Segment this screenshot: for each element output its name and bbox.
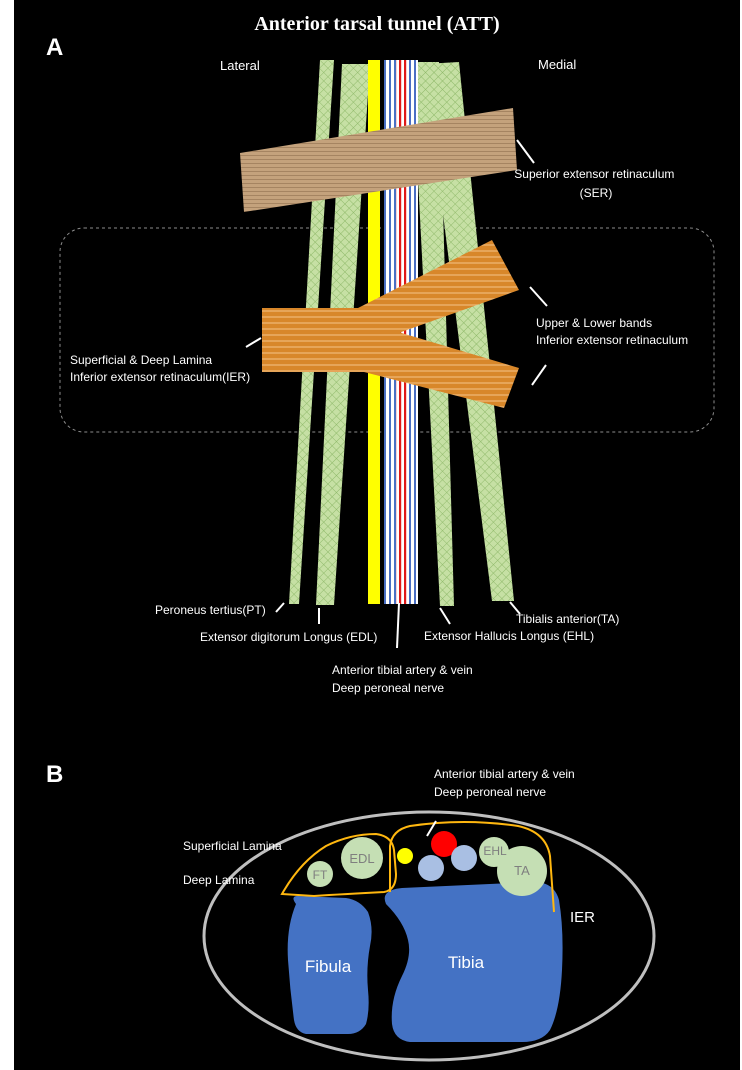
tibia-label: Tibia <box>448 953 485 972</box>
neurovascular-label-a: Anterior tibial artery & vein Deep peron… <box>332 663 476 695</box>
ehl-leader-line <box>440 608 450 624</box>
fibula-label: Fibula <box>305 957 352 976</box>
neurovascular-b-line1: Anterior tibial artery & vein <box>434 767 575 781</box>
ier-band-lower-leader-line <box>532 365 546 385</box>
ier-band-upper-leader-line <box>530 287 547 306</box>
pt-leader-line <box>276 603 284 612</box>
ser-label-line1: Superior extensor retinaculum <box>514 167 674 181</box>
ier-label: IER <box>570 909 595 926</box>
figure-title: Anterior tarsal tunnel (ATT) <box>254 13 499 35</box>
deep-lamina-label: Deep Lamina <box>183 873 255 887</box>
edl-label: Extensor digitorum Longus (EDL) <box>200 630 377 644</box>
ser-label: Superior extensor retinaculum (SER) <box>514 167 677 200</box>
panel-a-letter: A <box>46 34 63 61</box>
ier-lamina-line1: Superficial & Deep Lamina <box>70 353 212 367</box>
anatomy-diagram: Anterior tarsal tunnel (ATT) A Lateral M… <box>14 0 740 1070</box>
anterior-tibial-vein-section-1 <box>418 855 444 881</box>
deep-peroneal-nerve-section <box>397 848 413 864</box>
neurovascular-leader-line <box>397 603 399 648</box>
ier-lamina-line2: Inferior extensor retinaculum(IER) <box>70 370 250 384</box>
ta-section-label: TA <box>514 863 530 878</box>
ier-bands-line1: Upper & Lower bands <box>536 316 652 330</box>
ier-bands-line2: Inferior extensor retinaculum <box>536 333 688 347</box>
neurovascular-b-line2: Deep peroneal nerve <box>434 785 546 799</box>
medial-label: Medial <box>538 57 576 72</box>
ier-lamina-leader-line <box>246 338 261 347</box>
figure-canvas: Anterior tarsal tunnel (ATT) A Lateral M… <box>14 0 740 1070</box>
lateral-label: Lateral <box>220 58 260 73</box>
ier-lamina-label: Superficial & Deep Lamina Inferior exten… <box>70 353 250 384</box>
ehl-label: Extensor Hallucis Longus (EHL) <box>424 629 594 643</box>
ehl-section-label: EHL <box>483 844 507 858</box>
anterior-tibial-vein-section-2 <box>451 845 477 871</box>
pt-label: Peroneus tertius(PT) <box>155 603 266 617</box>
superficial-lamina-label: Superficial Lamina <box>183 839 282 853</box>
ta-label: Tibialis anterior(TA) <box>516 612 619 626</box>
ier-bands-label: Upper & Lower bands Inferior extensor re… <box>536 316 688 347</box>
ft-label: FT <box>313 868 328 882</box>
neurovascular-a-line2: Deep peroneal nerve <box>332 681 444 695</box>
neurovascular-label-b: Anterior tibial artery & vein Deep peron… <box>434 767 578 799</box>
panel-b-letter: B <box>46 761 63 788</box>
neurovascular-a-line1: Anterior tibial artery & vein <box>332 663 473 677</box>
ser-leader-line <box>517 140 534 163</box>
edl-section-label: EDL <box>349 851 374 866</box>
ser-label-line2: (SER) <box>580 186 613 200</box>
